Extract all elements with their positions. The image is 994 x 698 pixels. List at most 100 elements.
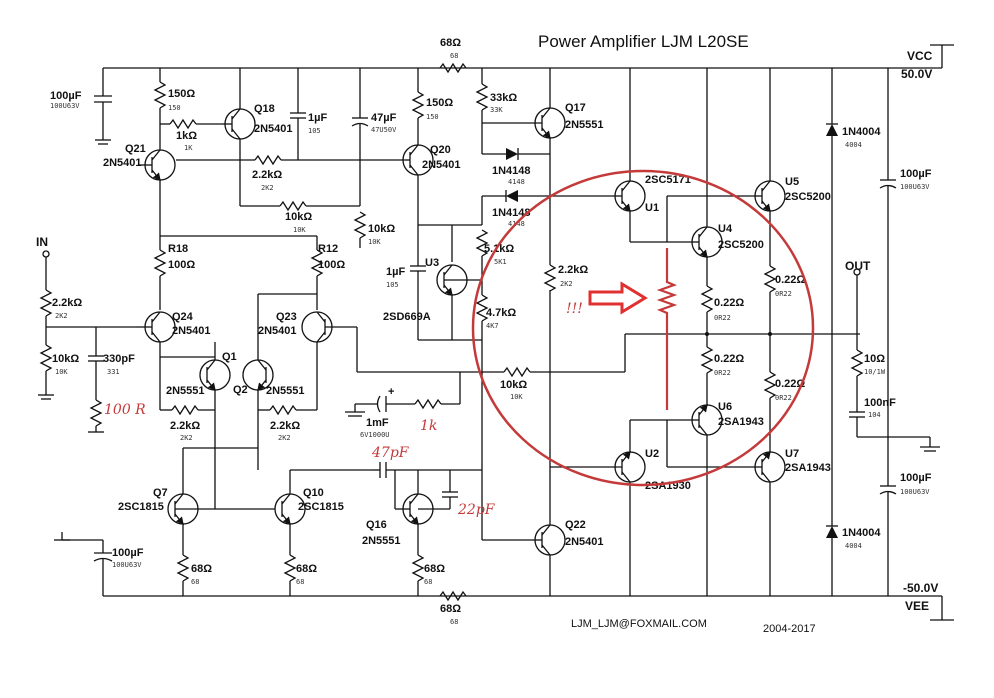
svg-text:0R22: 0R22 bbox=[714, 314, 731, 322]
svg-text:Q1: Q1 bbox=[222, 351, 237, 363]
svg-text:2SA1930: 2SA1930 bbox=[645, 480, 691, 492]
svg-text:105: 105 bbox=[308, 127, 321, 135]
svg-text:U6: U6 bbox=[718, 401, 732, 413]
svg-text:2.2kΩ: 2.2kΩ bbox=[170, 420, 200, 432]
svg-text:2SA1943: 2SA1943 bbox=[718, 416, 764, 428]
svg-text:+: + bbox=[388, 386, 394, 398]
transistor-u6 bbox=[630, 403, 723, 436]
vcc-label: VCC bbox=[907, 49, 933, 63]
input-filter-cap bbox=[94, 68, 112, 145]
vcc-rail bbox=[103, 44, 954, 69]
svg-text:6V1000U: 6V1000U bbox=[360, 431, 390, 439]
svg-text:2.2kΩ: 2.2kΩ bbox=[270, 420, 300, 432]
svg-text:Q21: Q21 bbox=[125, 143, 146, 155]
svg-text:0R22: 0R22 bbox=[775, 290, 792, 298]
svg-text:2N5551: 2N5551 bbox=[266, 385, 305, 397]
svg-text:U4: U4 bbox=[718, 223, 733, 235]
vee-label: VEE bbox=[905, 599, 929, 613]
svg-text:R18: R18 bbox=[168, 243, 188, 255]
svg-text:10K: 10K bbox=[293, 226, 306, 234]
svg-text:2K2: 2K2 bbox=[261, 184, 274, 192]
svg-text:100nF: 100nF bbox=[864, 397, 896, 409]
highlight-arrow bbox=[588, 281, 648, 315]
svg-text:100µF: 100µF bbox=[50, 90, 82, 102]
svg-text:150: 150 bbox=[426, 113, 439, 121]
svg-text:0.22Ω: 0.22Ω bbox=[775, 378, 805, 390]
svg-text:10K: 10K bbox=[55, 368, 68, 376]
svg-text:2K2: 2K2 bbox=[560, 280, 573, 288]
annotation-22pf: 22pF bbox=[457, 502, 496, 518]
annotation-1k: 1k bbox=[420, 418, 437, 434]
vee-value: -50.0V bbox=[903, 581, 938, 595]
author-email: LJM_LJM@FOXMAIL.COM bbox=[571, 618, 707, 630]
transistor-q17 bbox=[482, 107, 566, 140]
svg-text:331: 331 bbox=[107, 368, 120, 376]
svg-text:Q17: Q17 bbox=[565, 102, 586, 114]
svg-text:100µF: 100µF bbox=[112, 547, 144, 559]
svg-text:100U63V: 100U63V bbox=[50, 102, 80, 110]
svg-text:2N5401: 2N5401 bbox=[103, 157, 142, 169]
vee-rail bbox=[103, 595, 954, 621]
svg-text:68Ω: 68Ω bbox=[440, 603, 461, 615]
copyright-years: 2004-2017 bbox=[763, 623, 816, 635]
svg-text:1K: 1K bbox=[184, 144, 193, 152]
svg-text:2N5551: 2N5551 bbox=[565, 119, 604, 131]
svg-text:2N5401: 2N5401 bbox=[172, 325, 211, 337]
svg-text:68: 68 bbox=[296, 578, 304, 586]
svg-text:104: 104 bbox=[868, 411, 881, 419]
svg-text:Q24: Q24 bbox=[172, 311, 194, 323]
svg-text:4148: 4148 bbox=[508, 178, 525, 186]
svg-text:2SC5171: 2SC5171 bbox=[645, 174, 691, 186]
svg-text:1µF: 1µF bbox=[308, 112, 327, 124]
svg-text:0R22: 0R22 bbox=[775, 394, 792, 402]
svg-text:Q23: Q23 bbox=[276, 311, 297, 323]
svg-text:4004: 4004 bbox=[845, 141, 862, 149]
svg-text:1N4004: 1N4004 bbox=[842, 527, 881, 539]
diode-1n4004-bottom bbox=[826, 334, 838, 596]
output-label: OUT bbox=[845, 259, 871, 273]
svg-text:100Ω: 100Ω bbox=[168, 259, 195, 271]
svg-text:1µF: 1µF bbox=[386, 266, 405, 278]
svg-text:68Ω: 68Ω bbox=[296, 563, 317, 575]
transistor-q23 bbox=[301, 311, 357, 343]
highlight-circle bbox=[471, 169, 815, 487]
svg-text:68: 68 bbox=[450, 52, 458, 60]
svg-text:150: 150 bbox=[168, 104, 181, 112]
svg-text:68: 68 bbox=[424, 578, 432, 586]
svg-text:2.2kΩ: 2.2kΩ bbox=[252, 169, 282, 181]
svg-text:2K2: 2K2 bbox=[180, 434, 193, 442]
annotation-marks: !!! bbox=[566, 301, 583, 317]
svg-text:2.2kΩ: 2.2kΩ bbox=[52, 297, 82, 309]
svg-text:2N5401: 2N5401 bbox=[422, 159, 461, 171]
svg-text:10K: 10K bbox=[368, 238, 381, 246]
svg-text:2N5401: 2N5401 bbox=[254, 123, 293, 135]
svg-text:150Ω: 150Ω bbox=[168, 88, 195, 100]
svg-text:10kΩ: 10kΩ bbox=[52, 353, 79, 365]
svg-text:33kΩ: 33kΩ bbox=[490, 92, 517, 104]
svg-text:68Ω: 68Ω bbox=[424, 563, 445, 575]
svg-text:10kΩ: 10kΩ bbox=[500, 379, 527, 391]
svg-text:4004: 4004 bbox=[845, 542, 862, 550]
svg-text:105: 105 bbox=[386, 281, 399, 289]
svg-text:2SC5200: 2SC5200 bbox=[785, 191, 831, 203]
input-label: IN bbox=[36, 235, 48, 249]
transistor-u7 bbox=[754, 450, 786, 483]
svg-text:68: 68 bbox=[450, 618, 458, 626]
vcc-value: 50.0V bbox=[901, 67, 932, 81]
svg-text:68: 68 bbox=[191, 578, 199, 586]
svg-text:1mF: 1mF bbox=[366, 417, 389, 429]
annotation-100r: 100 R bbox=[104, 402, 146, 418]
svg-text:2K2: 2K2 bbox=[278, 434, 291, 442]
svg-text:U7: U7 bbox=[785, 448, 799, 460]
diode-1n4004-top bbox=[826, 68, 838, 334]
svg-text:33K: 33K bbox=[490, 106, 503, 114]
diode-1n4148-a bbox=[482, 148, 550, 160]
svg-text:2.2kΩ: 2.2kΩ bbox=[558, 264, 588, 276]
svg-text:10K: 10K bbox=[510, 393, 523, 401]
svg-text:100U63V: 100U63V bbox=[900, 183, 930, 191]
highlight-resistor bbox=[656, 248, 678, 410]
svg-text:10kΩ: 10kΩ bbox=[368, 223, 395, 235]
svg-text:1N4004: 1N4004 bbox=[842, 126, 881, 138]
svg-text:2N5401: 2N5401 bbox=[258, 325, 297, 337]
